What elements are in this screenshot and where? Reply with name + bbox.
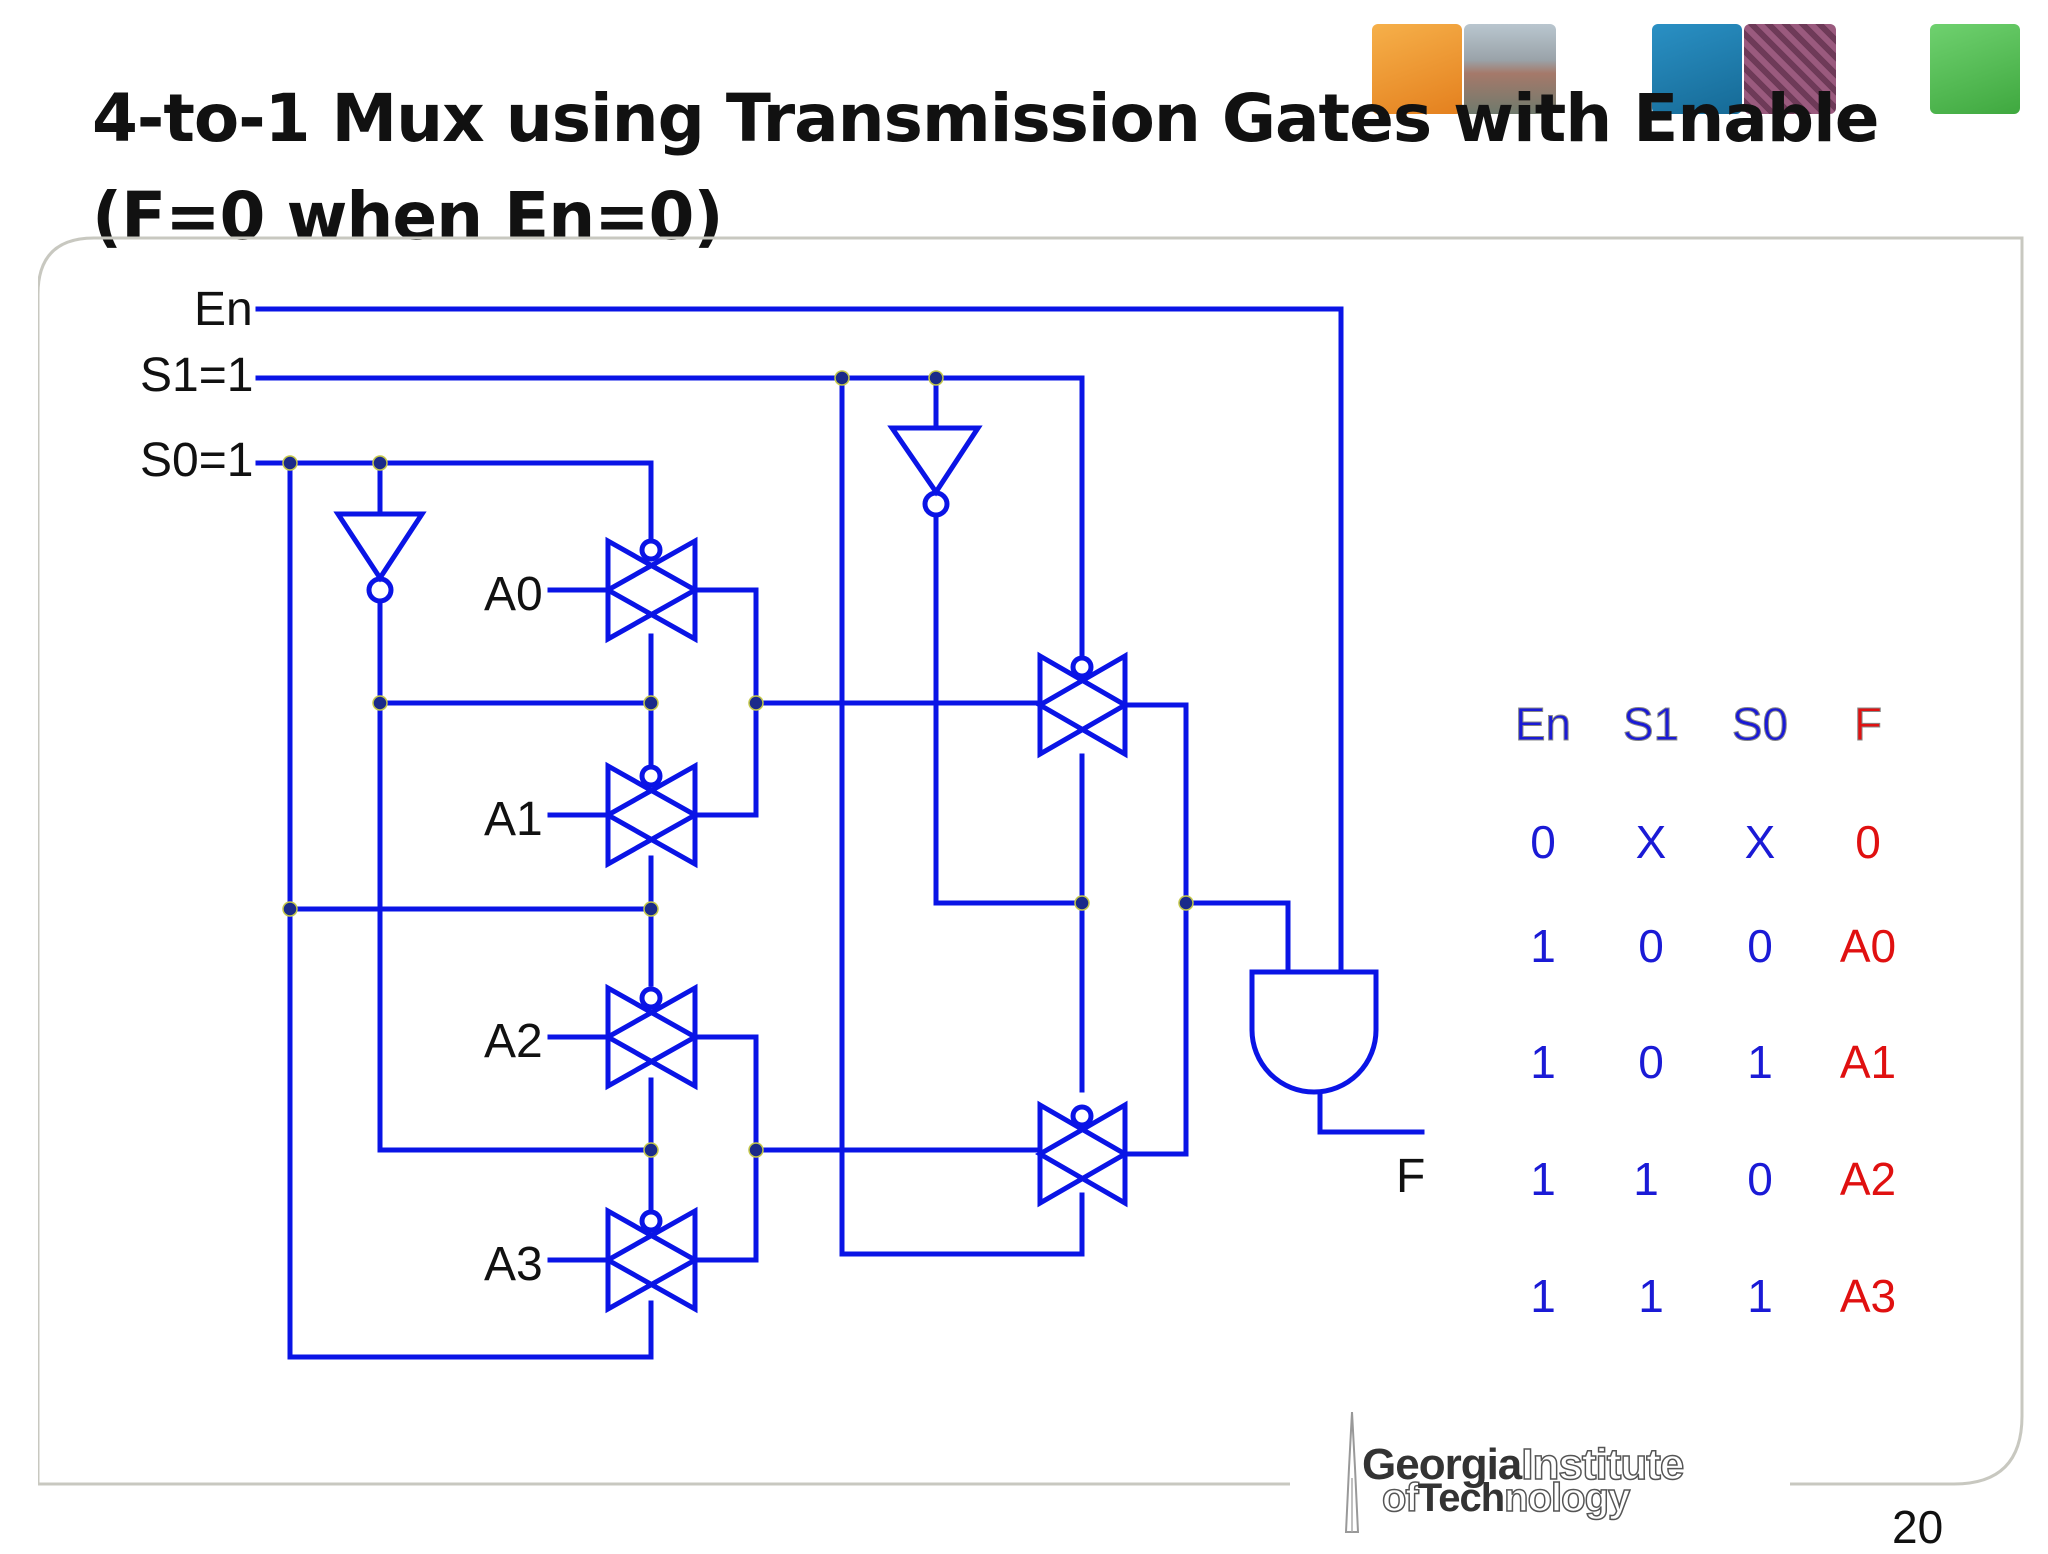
input-label-a2: A2 xyxy=(484,1015,543,1068)
truth-table-cell: 1 xyxy=(1530,920,1556,972)
tg-stage2-bottom xyxy=(1034,1100,1131,1208)
input-label-a3: A3 xyxy=(484,1238,543,1291)
truth-table-cell: 0 xyxy=(1747,1153,1773,1205)
slide-title-line-2: (F=0 when En=0) xyxy=(92,178,724,255)
tg-a0 xyxy=(602,536,701,644)
tg-a1 xyxy=(602,761,701,869)
output-label-f: F xyxy=(1396,1150,1425,1203)
truth-table-cell: 1 xyxy=(1530,1036,1556,1088)
truth-table-cell: 1 xyxy=(1747,1036,1773,1088)
truth-table-cell: 0 xyxy=(1638,920,1664,972)
truth-table-cell: 0 xyxy=(1855,816,1881,868)
truth-table-cell: 1 xyxy=(1530,1270,1556,1322)
truth-table-cell: A0 xyxy=(1840,920,1896,972)
tg-a2 xyxy=(602,983,701,1091)
truth-table-cell: A1 xyxy=(1840,1036,1896,1088)
logo-institute: Institute xyxy=(1521,1439,1686,1490)
truth-table-cell: A2 xyxy=(1840,1153,1896,1205)
truth-table-header-s1: S1 xyxy=(1623,698,1679,750)
truth-table-header-en: En xyxy=(1515,698,1571,750)
tg-stage2-top xyxy=(1034,651,1131,759)
logo-tech: Tech xyxy=(1417,1476,1505,1520)
header-tile-blue xyxy=(1652,24,1742,114)
truth-table-cell: 1 xyxy=(1638,1270,1664,1322)
page-number: 20 xyxy=(1892,1501,1944,1553)
signal-label-s1: S1=1 xyxy=(140,349,253,402)
truth-table-cell: 1 xyxy=(1530,1153,1556,1205)
input-label-a1: A1 xyxy=(484,793,543,846)
header-tile-chip-photo xyxy=(1744,24,1836,114)
input-label-a0: A0 xyxy=(484,568,543,621)
truth-table-cell: X xyxy=(1636,816,1667,868)
logo-georgia: Georgia xyxy=(1362,1440,1522,1489)
truth-table-cell: A3 xyxy=(1840,1270,1896,1322)
truth-table-cell: 0 xyxy=(1530,816,1556,868)
truth-table-cell: 0 xyxy=(1638,1036,1664,1088)
truth-table-cell: 1 xyxy=(1747,1270,1773,1322)
logo-nology: nology xyxy=(1503,1475,1631,1521)
slide-title: 4-to-1 Mux using Transmission Gates with… xyxy=(92,70,1879,266)
slide-title-line-1: 4-to-1 Mux using Transmission Gates with… xyxy=(92,80,1879,157)
truth-table-cell: 1 xyxy=(1633,1153,1659,1205)
header-tile-orange xyxy=(1372,24,1462,114)
logo-line-1: GeorgiaInstitute xyxy=(1362,1439,1686,1490)
header-tile-green xyxy=(1930,24,2020,114)
signal-label-en: En xyxy=(194,283,253,336)
header-tile-building-photo xyxy=(1464,24,1556,114)
tech-tower-icon xyxy=(1344,1411,1360,1533)
truth-table-header-s0: S0 xyxy=(1732,698,1788,750)
logo-backdrop xyxy=(1290,1410,1790,1536)
logo-of: of xyxy=(1381,1475,1419,1521)
content-frame xyxy=(38,236,2024,1486)
truth-table-cell: X xyxy=(1745,816,1776,868)
truth-table-cell: 0 xyxy=(1747,920,1773,972)
truth-table: En S1 S0 F 0 X X 0 1 0 0 A0 1 0 1 A1 1 1… xyxy=(1514,698,1896,1323)
truth-table-header-f: F xyxy=(1854,698,1882,750)
tg-a3 xyxy=(602,1206,701,1314)
signal-label-s0: S0=1 xyxy=(140,434,253,487)
logo-line-2: ofTechnology xyxy=(1381,1475,1631,1521)
